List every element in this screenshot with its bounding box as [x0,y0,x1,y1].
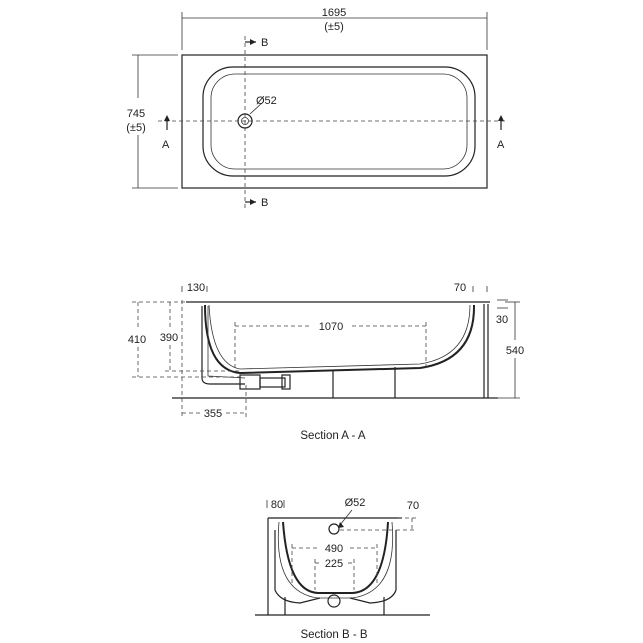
waste-diameter-label: Ø52 [345,497,366,509]
tub-profile [282,521,389,594]
frame [274,530,397,604]
dim-130: 130 [187,282,205,294]
section-a-a: 130 70 30 410 390 1070 540 355 Section A… [128,282,524,442]
section-a-caption: Section A - A [300,430,366,442]
dim-390: 390 [160,332,178,344]
dim-1070: 1070 [319,321,343,333]
tub-profile [204,304,476,375]
dim-70: 70 [454,282,466,294]
basin-inner [210,73,468,170]
plan-view: A A B B Ø52 1695 (±5) 745 (±5) [126,7,508,209]
section-b-label-bottom: B [261,197,268,209]
length-tolerance: (±5) [324,21,343,33]
section-a-label-right: A [497,139,505,151]
dim-540: 540 [506,345,524,357]
dim-30: 30 [496,314,508,326]
dim-225: 225 [325,558,343,570]
section-a-label-left: A [162,139,170,151]
dim-355: 355 [204,408,222,420]
section-b-label-top: B [261,37,268,49]
dim-80: 80 [271,499,283,511]
dim-490: 490 [325,543,343,555]
waste-diameter-label: Ø52 [256,95,277,107]
basin-outer [202,66,476,177]
waste-outlet [328,523,340,535]
trap [327,594,341,608]
overflow-pipe [201,306,245,385]
trap [239,374,261,390]
dim-70: 70 [407,500,419,512]
tub-outline [181,54,488,189]
section-b-b: Ø52 80 70 490 225 Section B - B [255,497,430,641]
dim-410: 410 [128,334,146,346]
width-label: 745 [127,108,145,120]
width-tolerance: (±5) [126,122,145,134]
section-b-caption: Section B - B [300,629,367,641]
length-label: 1695 [322,7,346,19]
